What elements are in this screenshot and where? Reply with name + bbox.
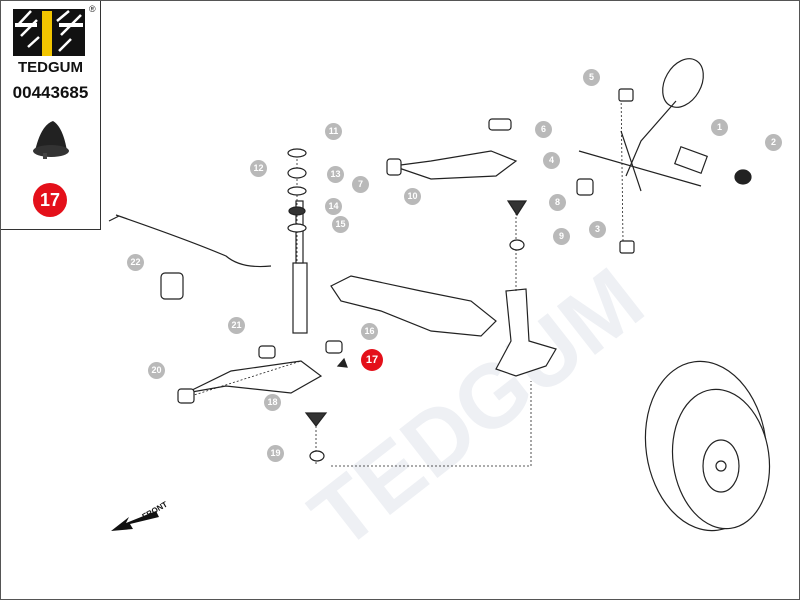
brand-name: TEDGUM [18,59,83,76]
bump-stop-image [33,121,69,159]
callout-10[interactable]: 10 [404,188,421,205]
callout-12[interactable]: 12 [250,160,267,177]
part-number: 00443685 [12,83,89,102]
callout-14[interactable]: 14 [325,198,342,215]
position-badge: 17 [33,183,67,217]
callout-17[interactable]: 17 [361,349,383,371]
part-info-panel: ® TEDGUM 00443685 17 [1,1,101,230]
registered-mark: ® [89,4,96,14]
callout-13[interactable]: 13 [327,166,344,183]
callout-7[interactable]: 7 [352,176,369,193]
callout-3[interactable]: 3 [589,221,606,238]
callout-21[interactable]: 21 [228,317,245,334]
callout-22[interactable]: 22 [127,254,144,271]
callout-2[interactable]: 2 [765,134,782,151]
callout-11[interactable]: 11 [325,123,342,140]
callout-6[interactable]: 6 [535,121,552,138]
callout-9[interactable]: 9 [553,228,570,245]
callout-19[interactable]: 19 [267,445,284,462]
callout-8[interactable]: 8 [549,194,566,211]
callout-16[interactable]: 16 [361,323,378,340]
callout-18[interactable]: 18 [264,394,281,411]
callout-4[interactable]: 4 [543,152,560,169]
callout-20[interactable]: 20 [148,362,165,379]
callout-5[interactable]: 5 [583,69,600,86]
callout-15[interactable]: 15 [332,216,349,233]
callout-1[interactable]: 1 [711,119,728,136]
tedgum-logo [13,9,85,56]
front-arrow-icon [111,511,159,531]
